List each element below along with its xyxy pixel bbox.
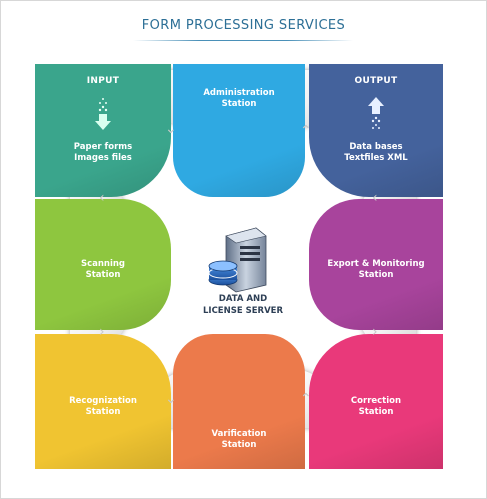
server-label: DATA AND LICENSE SERVER xyxy=(193,293,293,317)
tile-export-monitoring: Export & Monitoring Station xyxy=(309,199,443,330)
output-heading: OUTPUT xyxy=(354,76,398,86)
scanning-line-2: Station xyxy=(85,270,121,280)
recognization-line-1: Recognization xyxy=(69,396,137,406)
tile-correction: Correction Station xyxy=(309,334,443,469)
tile-input: INPUT Paper forms Images files xyxy=(35,64,171,197)
chevron-down-icon: ⌄ xyxy=(165,391,177,407)
varification-line-2: Station xyxy=(221,440,257,450)
export-line-2: Station xyxy=(358,270,394,280)
chevron-up-icon: ⌃ xyxy=(300,391,312,407)
chevron-left-icon: ‹ xyxy=(99,190,105,206)
output-line-2: Textfiles XML xyxy=(344,153,408,163)
input-heading: INPUT xyxy=(86,76,120,86)
correction-label: Correction Station xyxy=(309,396,443,418)
input-label: Paper forms Images files xyxy=(35,142,171,164)
recognization-line-2: Station xyxy=(85,407,121,417)
administration-line-1: Administration xyxy=(203,88,275,98)
chevron-left-icon: ‹ xyxy=(372,190,378,206)
chevron-up-icon: ⌃ xyxy=(300,123,312,139)
scanning-label: Scanning Station xyxy=(35,259,171,281)
tile-varification: Varification Station xyxy=(173,334,305,469)
input-line-1: Paper forms xyxy=(73,142,133,152)
chevron-down-icon: ⌄ xyxy=(165,121,177,137)
server-label-line-2: LICENSE SERVER xyxy=(202,306,284,316)
tile-recognization: Recognization Station xyxy=(35,334,171,469)
correction-line-2: Station xyxy=(358,407,394,417)
scanning-line-1: Scanning xyxy=(80,259,126,269)
tile-administration: Administration Station xyxy=(173,64,305,197)
tile-scanning: Scanning Station xyxy=(35,199,171,330)
varification-line-1: Varification xyxy=(211,429,267,439)
varification-label: Varification Station xyxy=(173,429,305,451)
arrow-down-icon xyxy=(95,98,111,130)
administration-line-2: Station xyxy=(221,99,257,109)
administration-label: Administration Station xyxy=(173,88,305,110)
server-label-line-1: DATA AND xyxy=(218,294,268,304)
correction-line-1: Correction xyxy=(350,396,402,406)
output-line-1: Data bases xyxy=(349,142,403,152)
arrow-up-icon xyxy=(368,97,384,129)
page-title: FORM PROCESSING SERVICES xyxy=(141,18,346,33)
recognization-label: Recognization Station xyxy=(35,396,171,418)
export-label: Export & Monitoring Station xyxy=(309,259,443,281)
tile-output: OUTPUT Data bases Textfiles XML xyxy=(309,64,443,197)
output-label: Data bases Textfiles XML xyxy=(309,142,443,164)
export-line-1: Export & Monitoring xyxy=(327,259,425,269)
title-underline xyxy=(133,40,353,41)
input-line-2: Images files xyxy=(74,153,132,163)
chevron-right-icon: › xyxy=(99,324,105,340)
chevron-right-icon: › xyxy=(372,324,378,340)
